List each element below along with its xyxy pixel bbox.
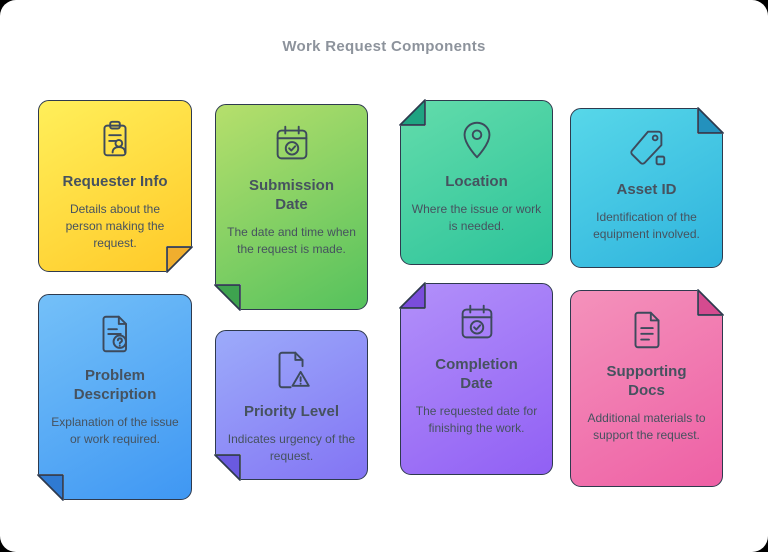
card-location: Location Where the issue or work is need… (399, 99, 553, 265)
folded-corner (696, 107, 724, 135)
card-description: Indicates urgency of the request. (227, 431, 356, 463)
file-question-icon (92, 311, 138, 357)
folded-corner (165, 245, 193, 273)
card-description: Explanation of the issue or work require… (51, 414, 179, 446)
card-description: Details about the person making the requ… (65, 201, 165, 250)
card-title: Priority Level (243, 403, 340, 420)
calendar-check-icon (269, 121, 315, 167)
card-title: Completion Date (435, 356, 518, 392)
card-title: Submission Date (248, 177, 334, 213)
card-requester-info: Requester Info Details about the person … (38, 100, 193, 273)
card-asset-id: Asset ID Identification of the equipment… (570, 107, 724, 268)
folded-corner (37, 473, 65, 501)
card-completion-date: Completion Date The requested date for f… (399, 282, 553, 475)
card-submission-date: Submission Date The date and time when t… (214, 104, 368, 311)
folded-corner (214, 283, 242, 311)
folded-corner (214, 453, 242, 481)
card-description: Identification of the equipment involved… (593, 209, 700, 241)
clipboard-user-icon (92, 117, 138, 163)
card-description: The requested date for finishing the wor… (415, 403, 538, 435)
card-title: Requester Info (62, 173, 168, 190)
map-pin-icon (454, 117, 500, 163)
card-title: Supporting Docs (606, 363, 687, 399)
card-title: Asset ID (616, 181, 677, 198)
tag-icon (624, 125, 670, 171)
card-description: The date and time when the request is ma… (227, 224, 356, 256)
card-title: Location (445, 173, 508, 190)
card-problem-description: Problem Description Explanation of the i… (37, 294, 192, 501)
folded-corner (399, 282, 427, 310)
card-supporting-docs: Supporting Docs Additional materials to … (570, 289, 724, 487)
folded-corner (399, 99, 427, 127)
card-priority-level: Priority Level Indicates urgency of the … (214, 330, 368, 481)
folded-corner (696, 289, 724, 317)
card-description: Additional materials to support the requ… (587, 410, 706, 442)
calendar-check-icon (454, 300, 500, 346)
file-lines-icon (624, 307, 670, 353)
file-warning-icon (269, 347, 315, 393)
page-title: Work Request Components (282, 38, 486, 55)
card-title: Problem Description (73, 367, 157, 403)
card-description: Where the issue or work is needed. (411, 201, 542, 233)
